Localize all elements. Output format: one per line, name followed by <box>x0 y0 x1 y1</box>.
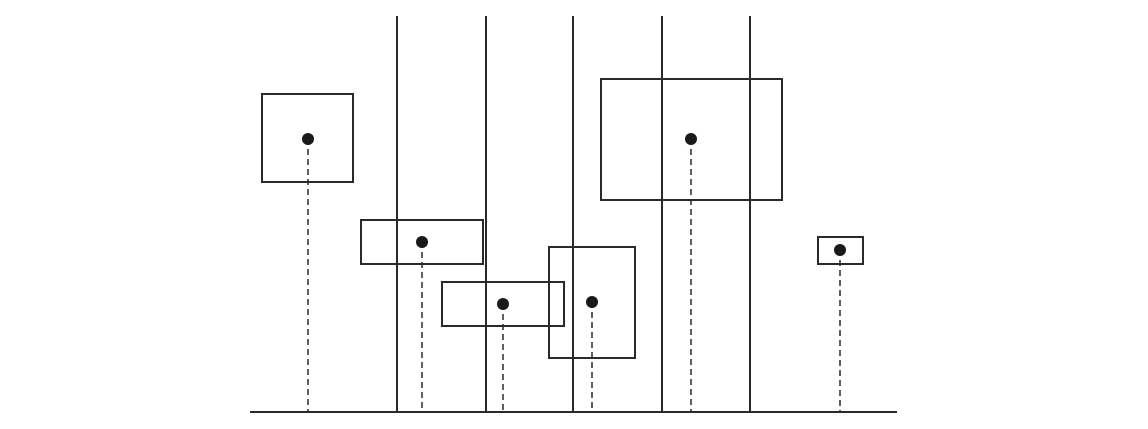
center-point <box>497 298 509 310</box>
center-point <box>685 133 697 145</box>
drop-lines <box>307 139 841 412</box>
bounding-boxes <box>261 78 864 359</box>
vertical-dividers <box>396 16 751 412</box>
center-point <box>834 244 846 256</box>
center-points <box>302 133 846 310</box>
center-point <box>416 236 428 248</box>
center-point <box>586 296 598 308</box>
center-point <box>302 133 314 145</box>
